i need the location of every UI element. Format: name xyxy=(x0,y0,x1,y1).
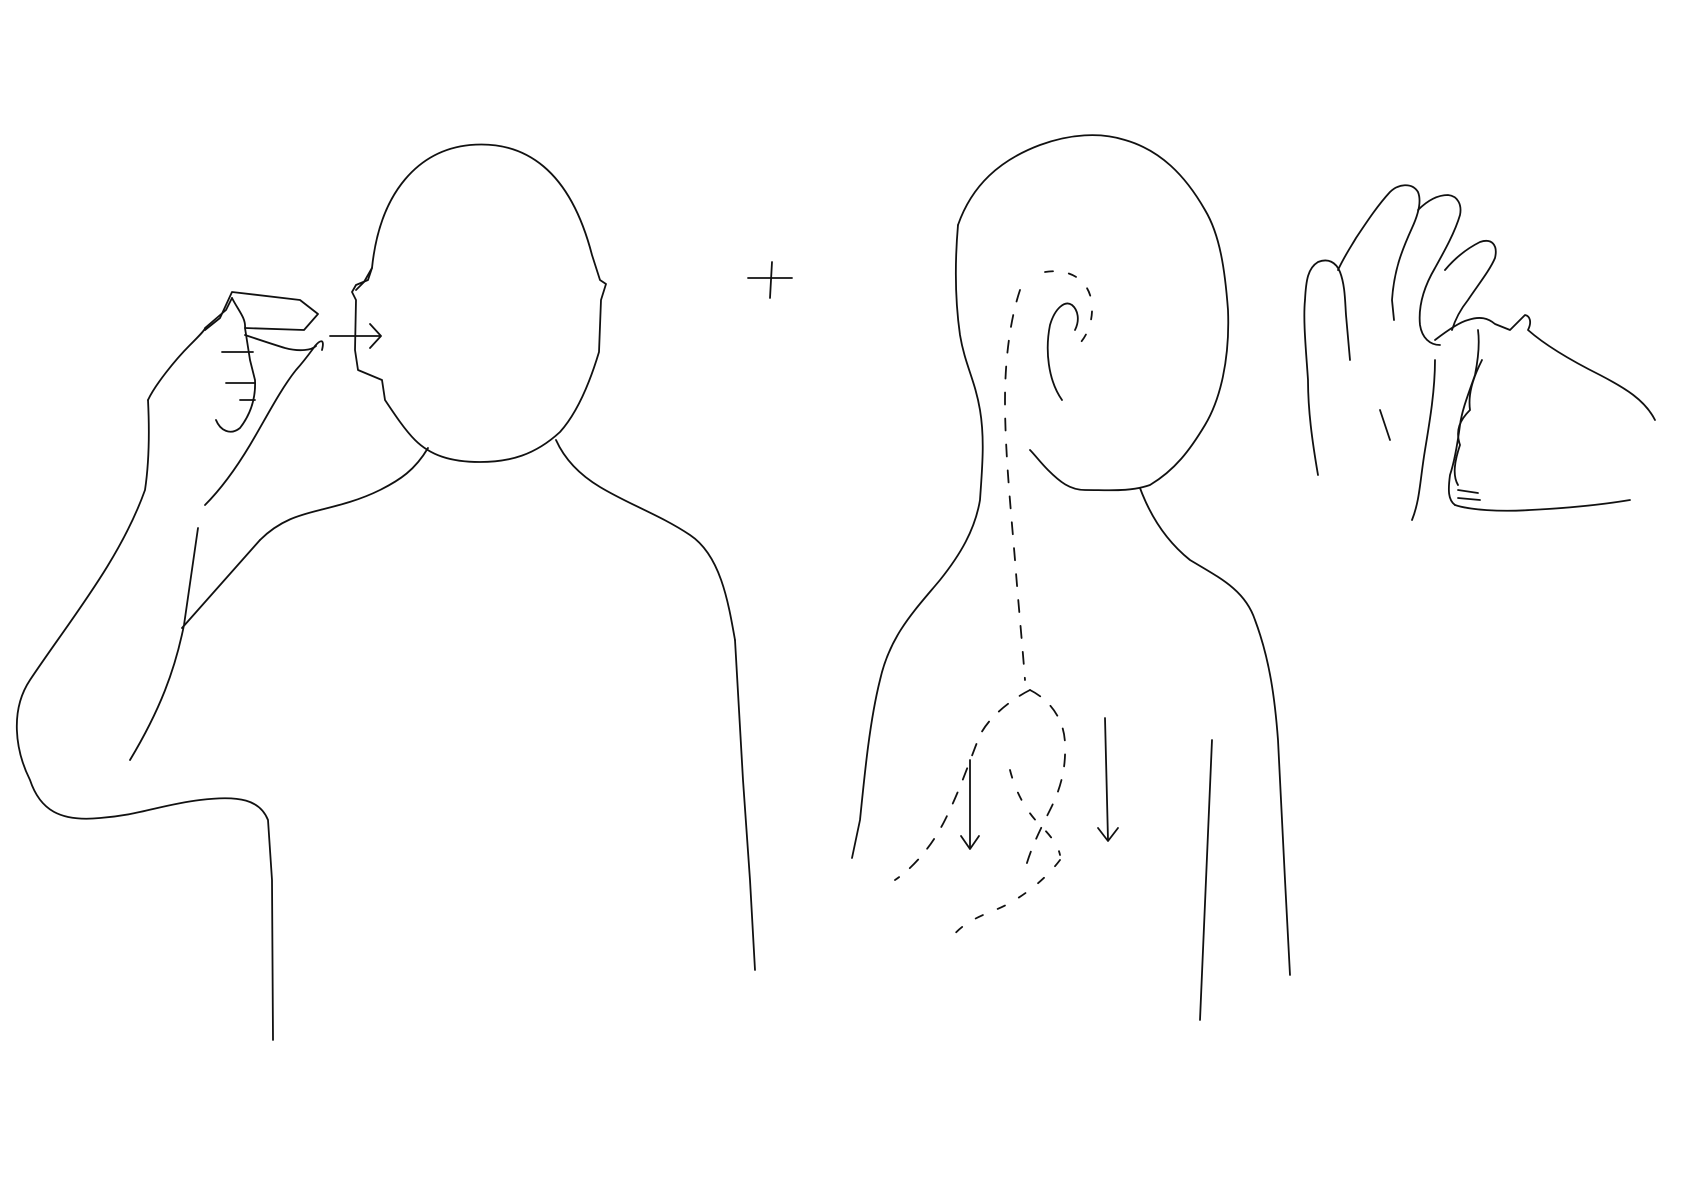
figure-2-torso-inner-right xyxy=(1199,739,1213,1021)
inset-open-hand xyxy=(1303,259,1351,476)
arrow-toward-ear xyxy=(329,323,382,349)
handshape-inset xyxy=(1303,184,1656,521)
figure-2 xyxy=(851,134,1291,1021)
figure-1-thumb xyxy=(204,291,319,331)
arrow-down-left xyxy=(960,759,980,850)
figure-1-index xyxy=(215,297,256,433)
arrow-down-right xyxy=(1097,717,1119,842)
figure-2-left-outline xyxy=(851,224,984,859)
inset-hand-outline xyxy=(1411,359,1436,521)
figure-1-neck-right xyxy=(555,439,736,641)
figure-1-shoulder-to-arm xyxy=(181,539,261,629)
figure-1-head xyxy=(351,143,607,463)
inset-middle xyxy=(1417,194,1462,346)
inset-pinch-hand xyxy=(1434,314,1656,421)
figure-2-head xyxy=(957,134,1230,492)
figure-2-right-neck xyxy=(1139,487,1291,976)
plus-sign xyxy=(747,261,793,299)
figure-2-dashed-chest-bottom xyxy=(949,859,1061,941)
figure-2-dashed-chest-center xyxy=(1024,689,1066,871)
figure-1-hand-back xyxy=(147,297,233,401)
figure-1-elbow xyxy=(15,399,274,1041)
figure-1-forearm-back xyxy=(129,527,199,761)
figure-2-dashed-chest-inner xyxy=(1009,769,1061,856)
inset-palm-line xyxy=(1379,409,1391,441)
figure-1-forearm-outer xyxy=(204,340,324,506)
figure-1-neck-left xyxy=(259,447,429,541)
figure-2-dashed-stream xyxy=(1004,289,1026,681)
inset-index xyxy=(1337,184,1421,321)
inset-pinch-base xyxy=(1454,499,1631,512)
figure-1 xyxy=(15,143,756,1041)
inset-fingertip-1 xyxy=(1457,489,1481,501)
figure-1-torso-right xyxy=(734,639,756,971)
figure-2-ear xyxy=(1046,302,1079,401)
inset-ring xyxy=(1444,240,1497,331)
figure-1-finger-curl-1 xyxy=(244,334,317,352)
inset-pinch-fold xyxy=(1453,359,1483,486)
figure-2-dashed-ear-ring xyxy=(1044,270,1093,349)
figure-1-ear xyxy=(355,267,373,291)
figure-2-dashed-chest-left xyxy=(894,689,1031,881)
